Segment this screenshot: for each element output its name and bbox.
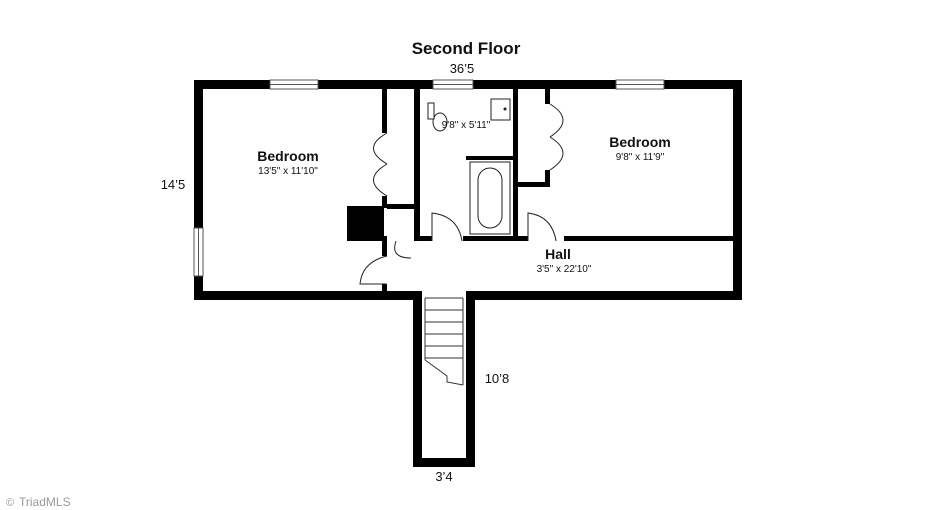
bath-left-wall	[414, 89, 420, 241]
tub-basin-icon	[477, 167, 503, 229]
doors	[359, 103, 564, 285]
bottom-wall-left	[194, 291, 422, 300]
credit-text: TriadMLS	[19, 495, 71, 509]
left-wall	[194, 80, 203, 300]
chimney	[347, 206, 384, 241]
hall-closet-wall	[414, 236, 432, 241]
stair-bottom-dimension: 3’4	[435, 469, 452, 484]
tub-top-wall	[466, 156, 518, 160]
closet-wall	[382, 196, 387, 208]
right-bedroom-wall	[564, 236, 733, 241]
bedroom-door-wall	[382, 284, 387, 291]
stair-wall-bottom	[413, 458, 475, 467]
stair-side-dimension: 10’8	[485, 371, 510, 386]
right-closet-wall	[545, 170, 550, 187]
right-wall	[733, 80, 742, 300]
closet-wall	[382, 89, 387, 133]
right-bedroom-door	[527, 212, 557, 242]
closet-door	[373, 132, 388, 197]
room-size: 13'5" x 11'10"	[258, 166, 318, 177]
bedroom-door-wall	[382, 236, 387, 256]
bath-door	[431, 212, 463, 242]
staircase	[424, 297, 464, 386]
stair-wall-left	[413, 291, 422, 467]
room-size: 9'8" x 5'11"	[442, 120, 491, 131]
bottom-wall-right	[466, 291, 742, 300]
sink-icon	[490, 98, 511, 121]
floor-title: Second Floor	[412, 39, 521, 58]
right-closet-bottom	[518, 182, 550, 187]
windows	[193, 79, 665, 277]
room-name: Bedroom	[257, 148, 318, 164]
left-dimension: 14’5	[161, 177, 186, 192]
bath-fixtures	[427, 98, 511, 235]
room-name: Bedroom	[609, 134, 670, 150]
copyright-icon: ©	[6, 497, 14, 509]
right-closet-door	[549, 103, 564, 171]
room-name: Hall	[545, 246, 571, 262]
right-closet-wall	[545, 89, 550, 104]
toilet-tank-icon	[427, 102, 435, 120]
room-size: 9'8" x 11'9"	[616, 152, 665, 163]
interior-walls	[347, 89, 733, 291]
bath-bottom-wall	[463, 236, 518, 241]
toilet-icon	[432, 112, 448, 132]
faucet-icon	[503, 107, 507, 111]
right-bedroom-wall	[518, 236, 528, 241]
room-size: 3'5" x 22'10"	[537, 264, 592, 275]
stair-wall-right	[466, 291, 475, 467]
top-dimension: 36’5	[450, 61, 475, 76]
closet-bottom-wall	[387, 204, 420, 209]
hall-closet-door	[394, 240, 412, 259]
bedroom-door	[359, 255, 388, 285]
bath-right-wall	[513, 89, 518, 241]
